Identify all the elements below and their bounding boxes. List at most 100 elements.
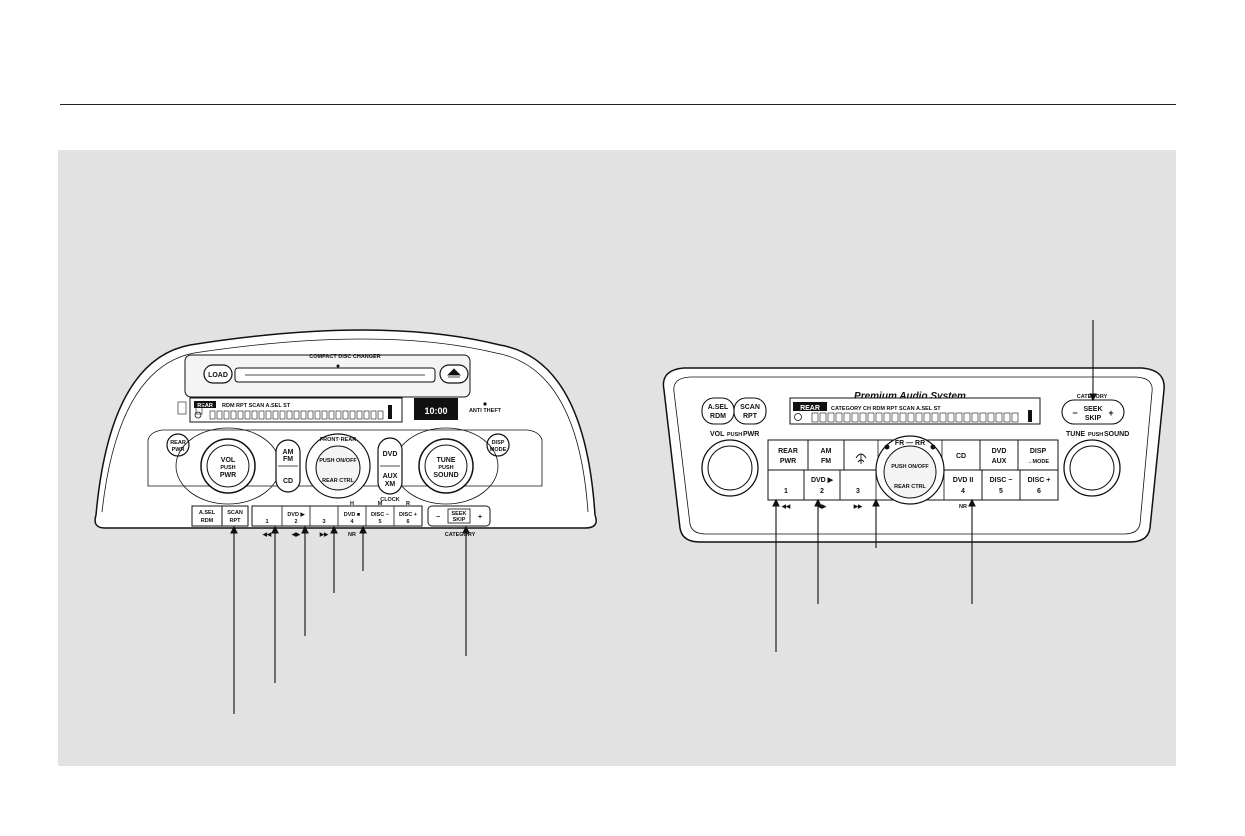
right-display: REAR CATEGORY CH RDM RPT SCAN A.SEL ST [789,397,1041,425]
mark-r: R [406,501,410,507]
xm-satellite-icon [855,453,867,464]
svg-text:FRONT·REAR: FRONT·REAR [320,437,356,443]
svg-text:FR — RR: FR — RR [895,440,925,447]
svg-text:2: 2 [820,488,824,495]
ffwd-mark: ▶▶ [319,531,329,538]
r-display-indicators: CATEGORY CH RDM RPT SCAN A.SEL ST [831,406,941,412]
svg-text:6: 6 [406,519,409,525]
cd-label: CD [283,478,293,485]
scan-rpt-button[interactable]: SCAN RPT [221,505,249,527]
tune-sound-knob[interactable]: TUNE PUSH SOUND [393,427,499,505]
preset-5-button[interactable]: DISC − 5 [371,506,395,526]
svg-text:1: 1 [784,488,788,495]
seek-skip-button[interactable]: − + SEEK SKIP [427,505,491,527]
svg-text:DISC −: DISC − [371,512,389,518]
svg-text:SEEK: SEEK [452,511,467,517]
svg-text:SEEK: SEEK [1083,406,1102,413]
svg-text:DVD ▶: DVD ▶ [287,511,305,518]
right-callout-lines [772,320,1097,652]
r-preset-6-button[interactable]: DISC + 6 [1019,469,1059,501]
svg-text:SOUND: SOUND [1104,431,1129,438]
playpause-mark: ◀▶ [291,531,301,538]
svg-text:RDM: RDM [201,518,214,524]
svg-text:3: 3 [856,488,860,495]
left-radio-unit: COMPACT DISC CHANGER LOAD REAR RDM RPT S… [94,329,597,714]
svg-text:REAR CTRL: REAR CTRL [894,484,926,490]
svg-text:REAR: REAR [800,405,820,412]
r-seek-minus: − [1072,408,1077,418]
seek-plus: + [478,514,482,521]
mark-m: M [378,501,383,507]
eject-icon [447,368,461,378]
svg-text:TUNE: TUNE [436,457,455,464]
load-button[interactable]: LOAD [203,364,233,384]
fm-label: FM [283,456,293,463]
preset-2-button[interactable]: DVD ▶ 2 [287,506,311,526]
svg-text:3: 3 [322,519,325,525]
preset-4-button[interactable]: DVD ■ 4 [344,506,367,526]
svg-text:SKIP: SKIP [1085,415,1102,422]
svg-text:PWR: PWR [172,447,185,453]
svg-text:REAR: REAR [170,440,186,446]
preset-6-button[interactable]: DISC + 6 [399,512,417,525]
svg-text:DISC −: DISC − [990,477,1013,484]
preset-1-button[interactable]: 1 [265,506,283,526]
dvd-aux-xm-buttons[interactable]: DVD AUX XM [377,437,403,495]
anti-theft-label: ANTI THEFT [469,408,502,414]
r-seek-skip-button[interactable]: − + SEEK SKIP [1061,399,1125,425]
svg-text:DVD: DVD [992,448,1007,455]
rear-ctrl-knob[interactable]: FRONT·REAR PUSH ON/OFF REAR CTRL [305,433,371,499]
svg-text:DISP: DISP [492,440,505,446]
svg-text:2: 2 [294,519,297,525]
rewind-mark: ◀◀ [262,531,272,538]
svg-text:DVD ■: DVD ■ [344,512,360,518]
am-fm-cd-buttons[interactable]: AM FM CD [275,439,301,493]
r-nr-label: NR [959,504,967,510]
preset-3-button[interactable]: 3 [322,506,339,526]
svg-text:PUSH: PUSH [727,432,742,438]
disp-mode-button[interactable]: DISP MODE [486,433,510,457]
clock-display: 10:00 [414,398,458,420]
svg-text:PWR: PWR [743,431,759,438]
r-preset-3-button[interactable]: 3 [839,469,877,501]
segment-display-right [811,412,1019,423]
svg-text:6: 6 [1037,488,1041,495]
svg-text:4: 4 [350,519,354,525]
r-ffwd-mark: ▶▶ [853,503,863,510]
r-playpause-mark: ◀▶ [817,503,827,510]
dvd-label: DVD [383,451,398,458]
nr-label: NR [348,532,356,538]
svg-text:DISP: DISP [1030,448,1047,455]
r-vol-label: VOL [710,431,725,438]
r-rewind-mark: ◀◀ [781,503,791,510]
r-tune-sound-knob[interactable] [1063,439,1121,497]
asel-rdm-button[interactable]: A.SEL RDM [191,505,223,527]
premium-audio-title: Premium Audio System [854,391,966,402]
svg-text:VOL: VOL [221,457,236,464]
svg-text:RDM: RDM [710,413,726,420]
xm-label: XM [385,481,396,488]
svg-text:PUSH: PUSH [438,465,453,471]
svg-text:REAR: REAR [197,403,213,409]
svg-text:PUSH: PUSH [1088,432,1103,438]
svg-text:PUSH ON/OFF: PUSH ON/OFF [891,464,929,470]
svg-text:1: 1 [265,519,268,525]
rear-pwr-button[interactable]: REAR PWR [166,433,190,457]
svg-text:MODE: MODE [490,447,507,453]
eject-button[interactable] [439,364,469,384]
left-preset-row: A.SEL RDM SCAN RPT 1 DVD ▶ 2 [191,501,491,538]
r-vol-pwr-knob[interactable] [701,439,759,497]
svg-text:PUSH: PUSH [220,465,235,471]
svg-text:RPT: RPT [743,413,758,420]
svg-text:DISC +: DISC + [399,512,417,518]
svg-text:DISC +: DISC + [1028,477,1051,484]
r-tune-label: TUNE [1066,431,1085,438]
r-scan-rpt-button[interactable]: SCAN RPT [733,397,767,425]
r-asel-rdm-button[interactable]: A.SEL RDM [701,397,735,425]
svg-text:REAR: REAR [778,448,798,455]
r-rear-ctrl-knob[interactable]: FR — RR PUSH ON/OFF REAR CTRL [875,435,945,505]
svg-text:A.SEL: A.SEL [199,510,216,516]
changer-label: COMPACT DISC CHANGER [309,354,380,360]
right-radio-unit: Premium Audio System A.SEL RDM SCAN RPT … [662,320,1165,652]
left-callout-lines [230,525,470,714]
